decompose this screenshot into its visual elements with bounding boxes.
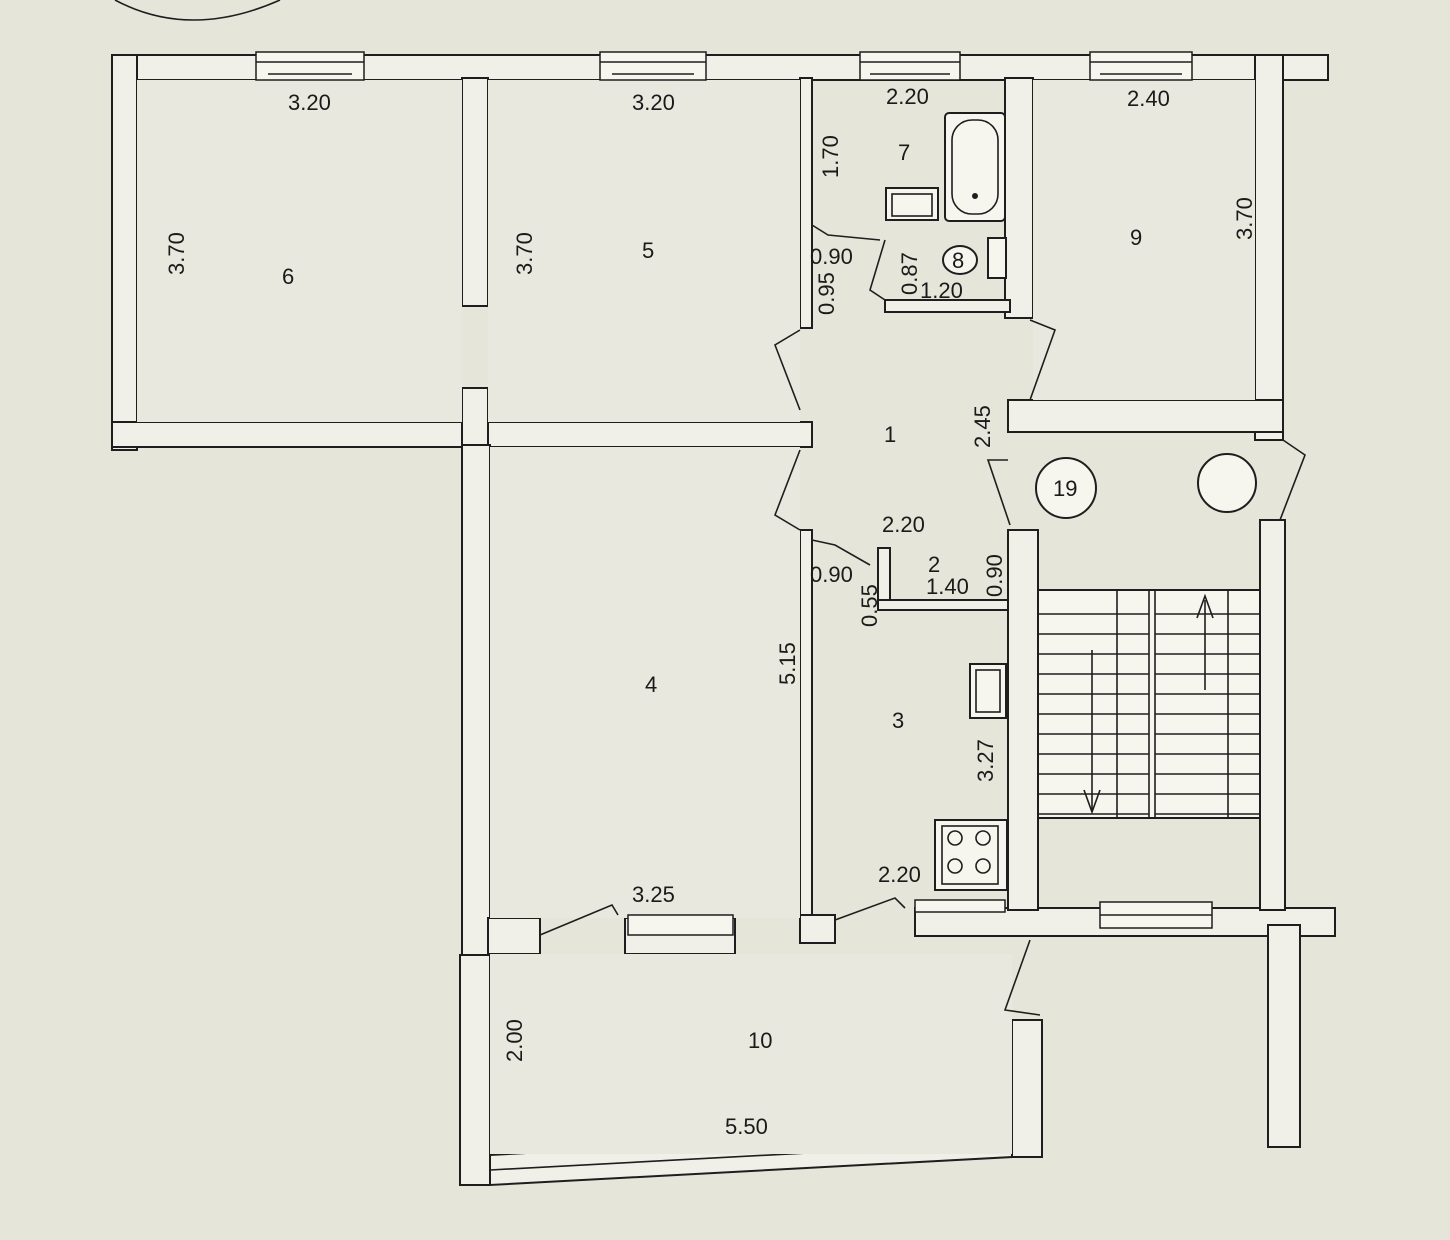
bathtub-icon	[944, 112, 1006, 222]
dim-room5-width: 3.20	[632, 90, 675, 115]
dim-room2-top: 2.20	[882, 512, 925, 537]
dim-room10-width: 5.50	[725, 1114, 768, 1139]
sink-icon	[885, 187, 939, 221]
dim-door-left: 0.90	[810, 562, 853, 587]
dim-room6-width: 3.20	[288, 90, 331, 115]
dim-room7-depth: 1.70	[818, 135, 843, 178]
room-7-label: 7	[898, 140, 910, 165]
fixtures	[885, 112, 1257, 891]
dim-room10-depth: 2.00	[502, 1019, 527, 1062]
dim-room6-depth: 3.70	[164, 232, 189, 275]
dim-room7-width: 2.20	[886, 84, 929, 109]
dim-room3-width: 2.20	[878, 862, 921, 887]
doors	[539, 224, 1306, 1016]
dim-door-top: 0.90	[810, 244, 853, 269]
room-19-label: 19	[1053, 476, 1077, 501]
windows	[255, 51, 1213, 936]
dim-wall-095: 0.95	[814, 272, 839, 315]
room-9-label: 9	[1130, 225, 1142, 250]
dim-room5-depth: 3.70	[512, 232, 537, 275]
room-1-label: 1	[884, 422, 896, 447]
dim-room4-depth: 5.15	[775, 642, 800, 685]
room-4-label: 4	[645, 672, 657, 697]
stove-icon	[934, 819, 1008, 891]
dim-room4-width: 3.25	[632, 882, 675, 907]
dim-room2-055: 0.55	[857, 584, 882, 627]
dim-room8-depth: 0.87	[897, 252, 922, 295]
room-10-label: 10	[748, 1028, 772, 1053]
room-floors	[137, 80, 1255, 1154]
room-3-label: 3	[892, 708, 904, 733]
staircase	[1037, 589, 1261, 819]
dim-hall-245: 2.45	[970, 405, 995, 448]
room-19-circle	[1035, 457, 1097, 519]
room-5-label: 5	[642, 238, 654, 263]
dim-room9-width: 2.40	[1127, 86, 1170, 111]
dim-room8-width: 1.20	[920, 278, 963, 303]
shaft-circle-icon	[1197, 453, 1257, 513]
toilet-icon	[942, 237, 1007, 279]
dim-room9-depth: 3.70	[1232, 197, 1257, 240]
dim-room2-width: 1.40	[926, 574, 969, 599]
corner-arc	[114, 0, 281, 21]
room-2-label: 2	[928, 552, 940, 577]
room-labels: 6 5 7 8 9 1 19 2 4 3 10	[282, 140, 1142, 1053]
dim-room2-depth: 0.90	[982, 554, 1007, 597]
dimension-labels: 3.20 3.70 3.20 3.70 2.20 1.70 2.40 3.70 …	[164, 84, 1257, 1139]
dim-room3-depth: 3.27	[973, 739, 998, 782]
room-8-label: 8	[952, 248, 964, 273]
room-6-label: 6	[282, 264, 294, 289]
